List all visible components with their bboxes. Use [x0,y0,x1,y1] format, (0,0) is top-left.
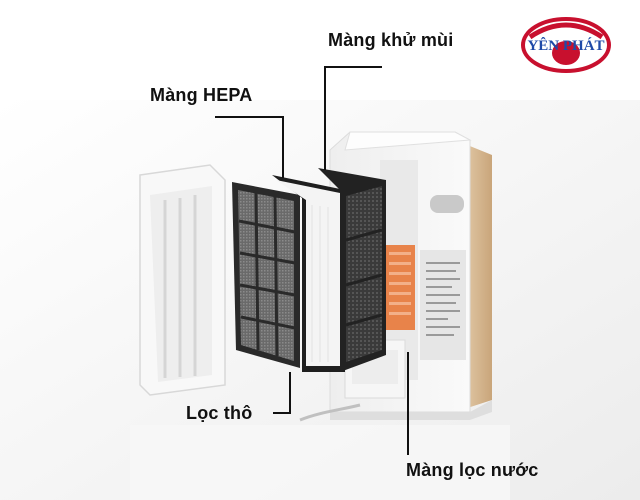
logo-text: YÊN PHÁT [527,37,604,54]
leader-line-pre-filter [273,372,291,414]
internal-orange-panel [385,245,415,330]
yen-phat-logo: YÊN PHÁT [521,17,611,73]
label-hepa-filter: Màng HEPA [150,85,253,105]
pre-filter-panel [232,182,300,368]
hepa-filter-panel [272,175,345,372]
leader-line-deodorizing [324,66,382,170]
label-pre-filter: Lọc thô [186,403,253,423]
front-grille-panel [139,164,226,396]
deodorizing-filter-panel [318,168,386,372]
leader-line-hepa [215,116,284,178]
label-humidifying-filter: Màng lọc nước [406,460,539,480]
label-deodorizing-filter: Màng khử mùi [328,30,454,50]
